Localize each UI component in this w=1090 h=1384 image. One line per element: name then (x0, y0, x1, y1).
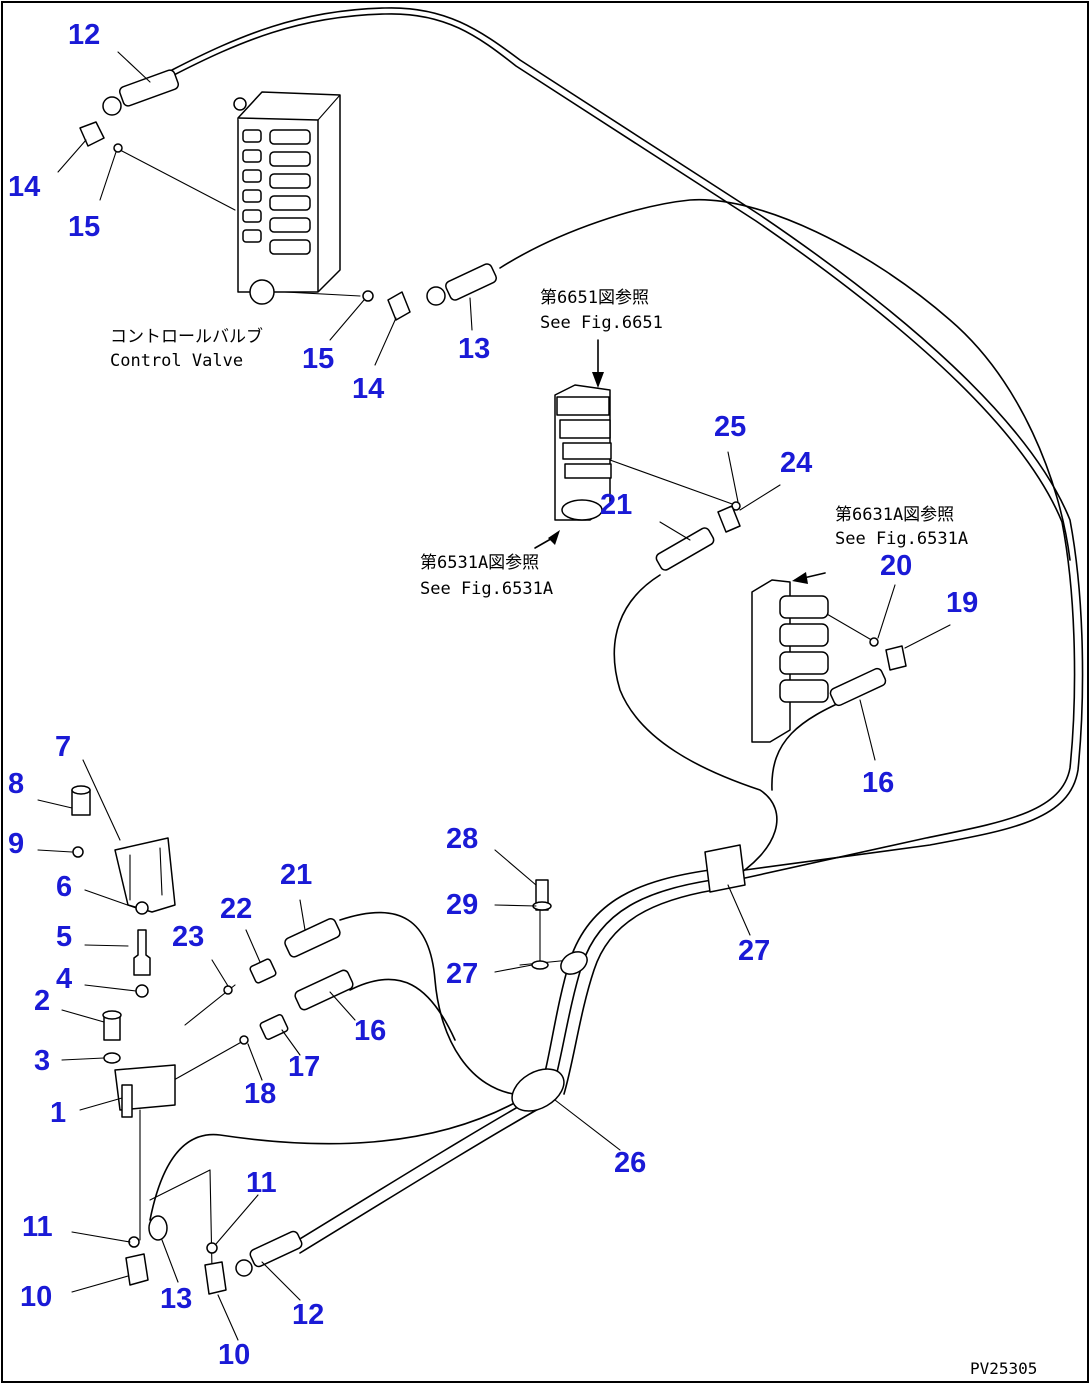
callout-27-lower: 27 (446, 958, 478, 990)
callout-13-bottom: 13 (160, 1283, 192, 1315)
callout-22: 22 (220, 893, 252, 925)
control-valve (233, 91, 341, 305)
callout-14-left: 14 (8, 171, 40, 203)
callout-15-left: 15 (68, 211, 100, 243)
callout-10-bottom: 10 (218, 1339, 250, 1371)
callout-16-upper: 16 (862, 767, 894, 799)
callout-leaders (37, 51, 951, 1341)
callout-18: 18 (244, 1078, 276, 1110)
callout-28: 28 (446, 823, 478, 855)
solenoid-valve-block (751, 579, 907, 743)
callout-13-top: 13 (458, 333, 490, 365)
reference-notes: コントロールバルブ Control Valve 第6651図参照 See Fig… (110, 288, 1037, 1378)
callout-6: 6 (56, 871, 72, 903)
callout-10-left: 10 (20, 1281, 52, 1313)
reference-arrows (534, 339, 826, 584)
callout-24: 24 (780, 447, 812, 479)
hose-clamps (511, 844, 746, 1112)
callout-21-upper: 21 (600, 489, 632, 521)
callout-7: 7 (55, 731, 71, 763)
callout-11-right: 11 (246, 1167, 277, 1199)
callout-9: 9 (8, 828, 24, 860)
callout-14-valve: 14 (352, 373, 384, 405)
callout-19: 19 (946, 587, 978, 619)
control-valve-label-jp: コントロールバルブ (110, 326, 263, 347)
callout-4: 4 (56, 963, 72, 995)
callout-3: 3 (34, 1045, 50, 1077)
callout-15-valve: 15 (302, 343, 334, 375)
callout-27-upper: 27 (738, 935, 770, 967)
callout-1: 1 (50, 1097, 66, 1129)
callout-17: 17 (288, 1051, 320, 1083)
callout-20: 20 (880, 550, 912, 582)
callout-16-lower: 16 (354, 1015, 386, 1047)
callout-21-lower: 21 (280, 859, 312, 891)
callout-2: 2 (34, 985, 50, 1017)
left-reference-en: See Fig.6531A (420, 579, 553, 599)
right-reference-jp: 第6631A図参照 (835, 505, 954, 525)
callout-5: 5 (56, 921, 72, 953)
part-callouts: 12 14 15 15 14 13 25 24 21 20 19 16 7 8 … (8, 19, 978, 1371)
callout-12-top: 12 (68, 19, 100, 51)
control-valve-label-en: Control Valve (110, 351, 243, 371)
callout-8: 8 (8, 768, 24, 800)
callout-11-left: 11 (22, 1211, 53, 1243)
diagram-code: PV25305 (970, 1359, 1037, 1378)
callout-12-bottom: 12 (292, 1299, 324, 1331)
callout-25: 25 (714, 411, 746, 443)
right-reference-en: See Fig.6531A (835, 529, 968, 549)
top-reference-en: See Fig.6651 (540, 313, 663, 333)
top-reference-jp: 第6651図参照 (540, 288, 649, 308)
pilot-valve-block (554, 384, 741, 571)
callout-29: 29 (446, 889, 478, 921)
callout-23: 23 (172, 921, 204, 953)
bracket-assembly (71, 785, 552, 1118)
callout-26: 26 (614, 1147, 646, 1179)
left-reference-jp: 第6531A図参照 (420, 553, 539, 573)
fittings-bottom (125, 1215, 303, 1295)
fittings-top (79, 69, 497, 321)
